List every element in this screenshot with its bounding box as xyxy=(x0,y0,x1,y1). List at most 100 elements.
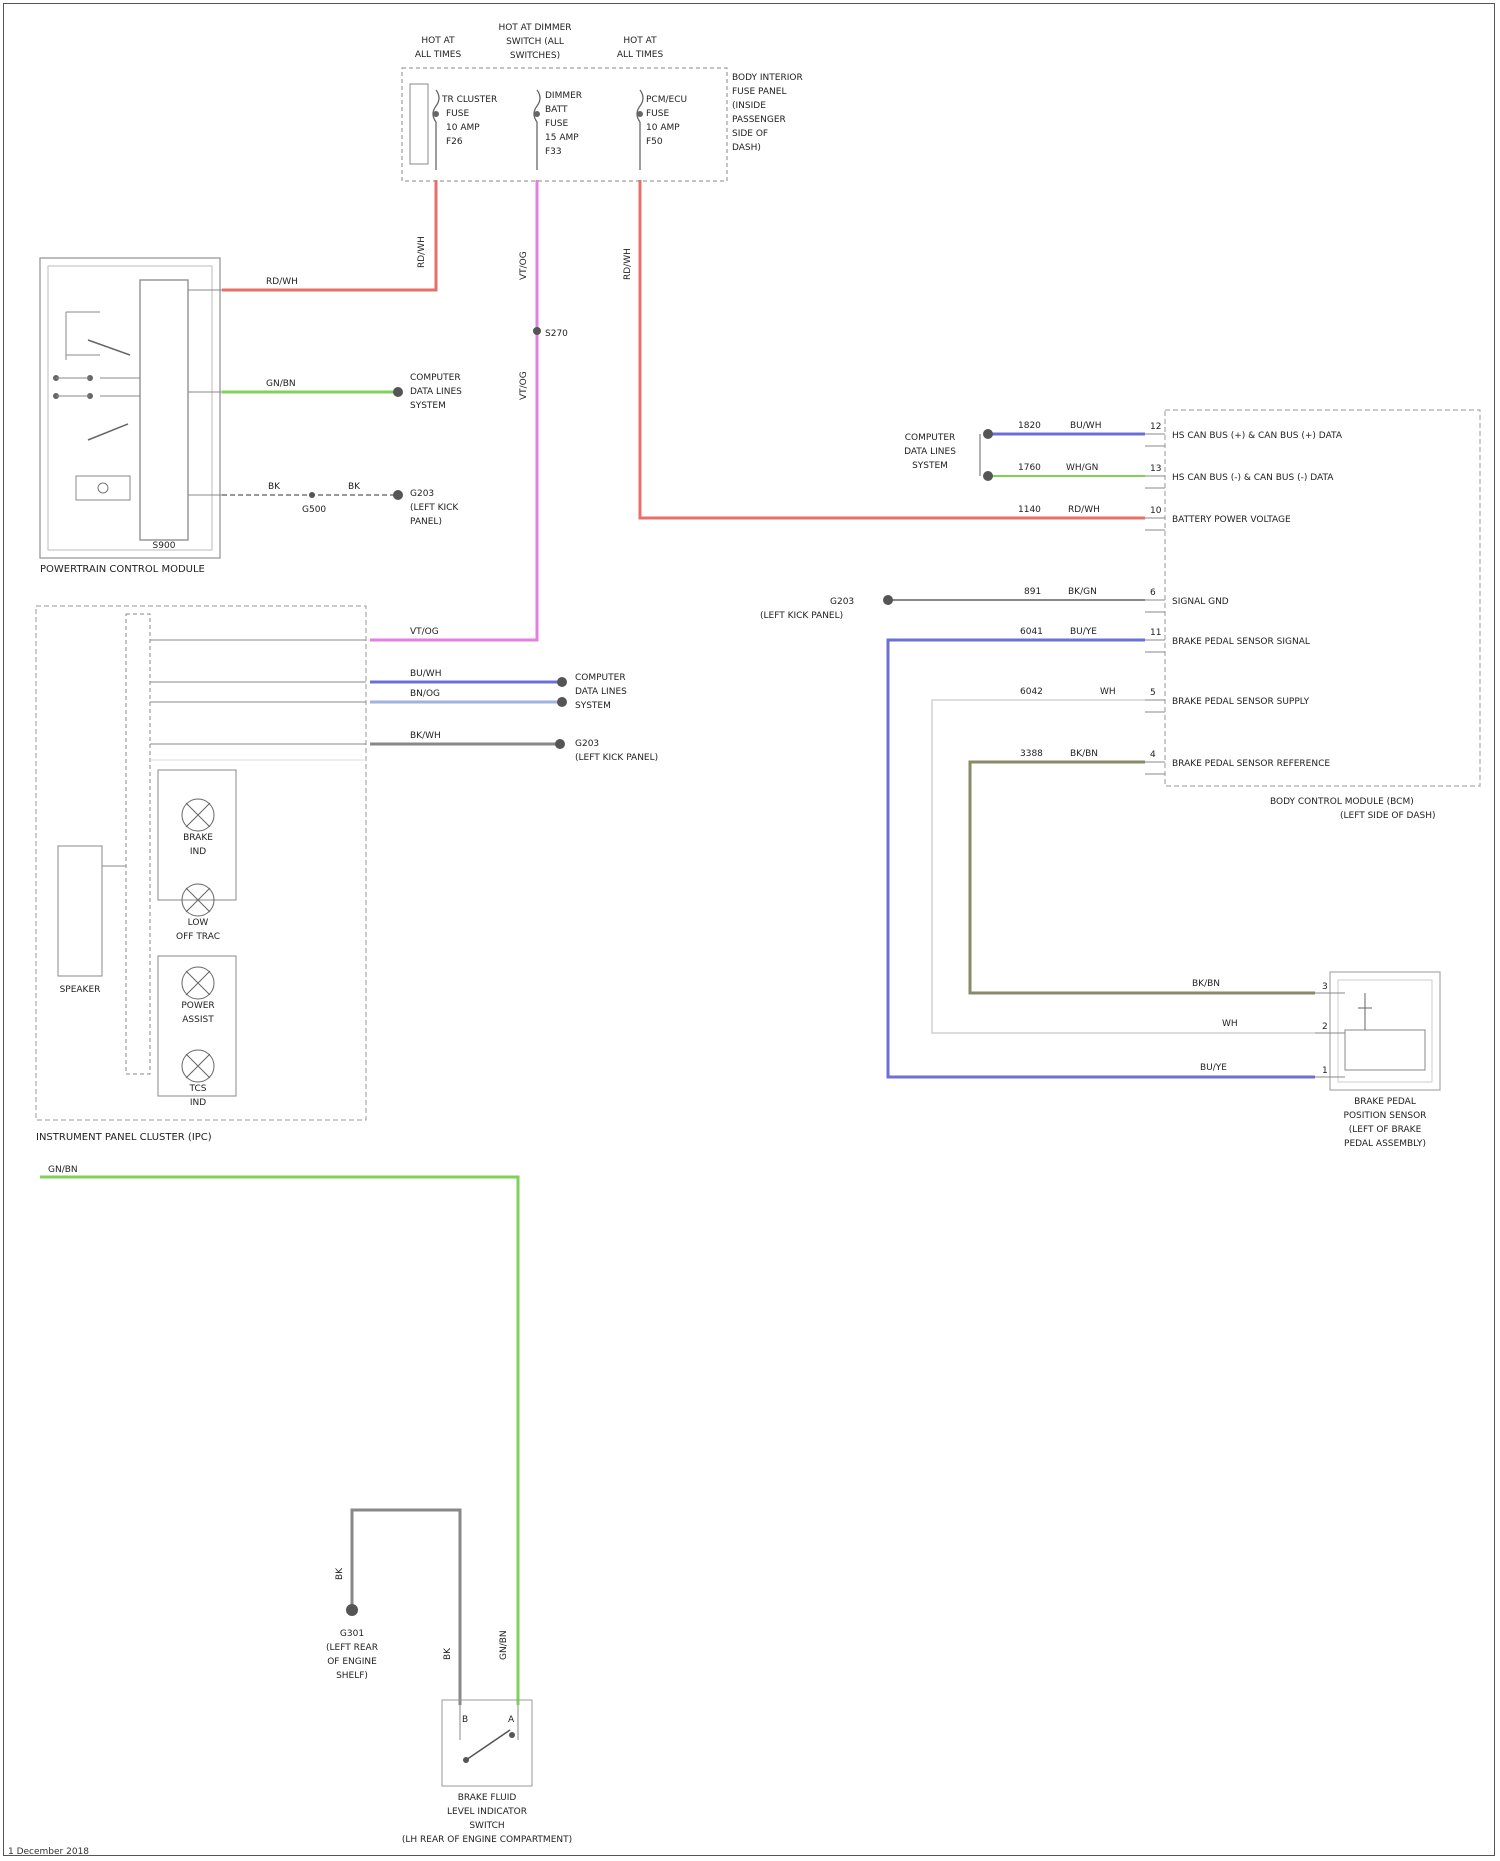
switch-label0: BRAKE FLUID xyxy=(458,1793,517,1803)
connector-dot-ground2 xyxy=(555,739,565,749)
sensor-pin1: 1 xyxy=(1322,1066,1328,1076)
computer2-line2: SYSTEM xyxy=(575,701,611,711)
connector-dot-ground3 xyxy=(883,595,893,605)
bcm-pin-number: 5 xyxy=(1150,688,1156,698)
computer1-line0: COMPUTER xyxy=(410,373,461,383)
label-wire-pink-h: VT/OG xyxy=(410,627,439,637)
bcm-label1: BODY CONTROL MODULE (BCM) xyxy=(1270,797,1414,807)
bcm-pin-connector xyxy=(1145,700,1165,712)
fuse2-mid-label: SWITCH (ALL xyxy=(506,37,564,47)
bcm-pin-label: BRAKE PEDAL SENSOR SUPPLY xyxy=(1172,697,1310,707)
lamp-tcs-label: TCS xyxy=(189,1084,207,1094)
sensor-label0: BRAKE PEDAL xyxy=(1354,1097,1416,1107)
computer3-line2: SYSTEM xyxy=(912,461,948,471)
lamp-brake-sub: IND xyxy=(190,847,206,857)
switch-label2: SWITCH xyxy=(469,1821,504,1831)
label-wire-blue2: BN/OG xyxy=(410,689,440,699)
wire-green-switch xyxy=(40,1177,518,1705)
fuse2-node xyxy=(534,111,540,117)
wire-pink-cluster xyxy=(370,180,537,640)
sensor-pin2: 2 xyxy=(1322,1022,1328,1032)
bcm-circuit1-num: 1820 xyxy=(1018,421,1041,431)
instrument-panel-cluster: SPEAKER BRAKE IND LOW OFF TRAC POWER ASS… xyxy=(36,606,366,1143)
computer2-line1: DATA LINES xyxy=(575,687,627,697)
ground2-line1: (LEFT KICK PANEL) xyxy=(575,753,658,763)
bcm-pin-connector xyxy=(1145,434,1165,446)
bcm-pin-number: 12 xyxy=(1150,422,1161,432)
lamp-tcs-sub: IND xyxy=(190,1098,206,1108)
bcm-pin-label: BRAKE PEDAL SENSOR SIGNAL xyxy=(1172,637,1310,647)
fuse2-bottom-label: SWITCHES) xyxy=(510,51,560,61)
bcm-pin-label: BRAKE PEDAL SENSOR REFERENCE xyxy=(1172,759,1330,769)
fusebox-label-4: SIDE OF xyxy=(732,129,768,139)
fuse1-inner-2: 10 AMP xyxy=(446,123,480,133)
bcm-pin-connector xyxy=(1145,600,1165,612)
computer3-line1: DATA LINES xyxy=(904,447,956,457)
splice-dot-pcm-ground xyxy=(309,492,315,498)
fuse-box: HOT AT ALL TIMES TR CLUSTER FUSE 10 AMP … xyxy=(402,23,803,181)
bcm-circuit2-num: 1760 xyxy=(1018,463,1041,473)
fuse1-bottom-label: ALL TIMES xyxy=(415,50,462,60)
fuse2-inner-4: F33 xyxy=(545,147,562,157)
fuse2-inner-0: DIMMER xyxy=(545,91,582,101)
switch-ground-line0: G301 xyxy=(340,1629,364,1639)
switch-pin-a: A xyxy=(508,1715,515,1725)
bcm-circuit5-color: BU/YE xyxy=(1070,627,1097,637)
label-wire-switch-ground2: BK xyxy=(443,1647,453,1660)
fuse3-bottom-label: ALL TIMES xyxy=(617,50,664,60)
fuse3-node xyxy=(637,111,643,117)
brake-fluid-level-switch: G301 (LEFT REAR OF ENGINE SHELF) B A BRA… xyxy=(326,1604,572,1845)
bcm-pin-number: 11 xyxy=(1150,628,1161,638)
fuse1-inner-3: F26 xyxy=(446,137,463,147)
sensor-label2: (LEFT OF BRAKE xyxy=(1349,1125,1422,1135)
wire-switch-ground xyxy=(352,1510,460,1705)
wire-sensor-supply xyxy=(932,700,1315,1033)
ground1-line1: (LEFT KICK xyxy=(410,503,459,513)
fusebox-label-2: (INSIDE xyxy=(732,101,766,111)
bcm-circuit3-num: 1140 xyxy=(1018,505,1041,515)
fuse3-top-label: HOT AT xyxy=(623,36,657,46)
ground1-line0: G203 xyxy=(410,489,434,499)
label-sensor-wire1: BK/BN xyxy=(1192,979,1220,989)
bcm-circuit7-num: 3388 xyxy=(1020,749,1043,759)
splice-dot-s270 xyxy=(533,327,541,335)
bcm-circuit4-num: 891 xyxy=(1024,587,1041,597)
label-wire-pink-v: VT/OG xyxy=(519,251,529,280)
label-wire-switch-ground: BK xyxy=(335,1567,345,1580)
connector-dot-computer2a xyxy=(557,677,567,687)
label-wire-blue1: BU/WH xyxy=(410,669,441,679)
bcm-label2: (LEFT SIDE OF DASH) xyxy=(1340,811,1435,821)
bcm-circuit1-color: BU/WH xyxy=(1070,421,1101,431)
lamp-low-label: LOW xyxy=(188,918,209,928)
ground3-sub-label: (LEFT KICK PANEL) xyxy=(760,611,843,621)
footer-note: 1 December 2018 xyxy=(8,1847,89,1857)
cluster-label: INSTRUMENT PANEL CLUSTER (IPC) xyxy=(36,1132,212,1143)
label-wire-pink-v2: VT/OG xyxy=(519,371,529,400)
fuse1-top-label: HOT AT xyxy=(421,36,455,46)
fuse3-inner-1: FUSE xyxy=(646,109,669,119)
bcm-circuit5-num: 6041 xyxy=(1020,627,1043,637)
bcm-pin-connector xyxy=(1145,518,1165,530)
connector-dot-ground1 xyxy=(393,490,403,500)
fusebox-label-0: BODY INTERIOR xyxy=(732,73,803,83)
fuse3-inner-3: F50 xyxy=(646,137,663,147)
bcm-pin-label: SIGNAL GND xyxy=(1172,597,1229,607)
bcm-pin-label: HS CAN BUS (-) & CAN BUS (-) DATA xyxy=(1172,473,1334,483)
bcm-pin-connector xyxy=(1145,762,1165,774)
fuse1-node xyxy=(433,111,439,117)
lamp-power-label: POWER xyxy=(181,1001,214,1011)
bcm-pin-label: HS CAN BUS (+) & CAN BUS (+) DATA xyxy=(1172,431,1343,441)
pcm-label: POWERTRAIN CONTROL MODULE xyxy=(40,564,205,575)
fuse3-element xyxy=(637,90,643,170)
pcm-splice-label: S900 xyxy=(153,541,176,551)
switch-label1: LEVEL INDICATOR xyxy=(447,1807,527,1817)
bcm-circuit7-color: BK/BN xyxy=(1070,749,1098,759)
connector-dot-computer3a xyxy=(983,429,993,439)
connector-dot-computer3b xyxy=(983,471,993,481)
label-wire-ground1: BK xyxy=(268,482,281,492)
computer2-line0: COMPUTER xyxy=(575,673,626,683)
fusebox-label-3: PASSENGER xyxy=(732,115,786,125)
body-control-module: COMPUTER DATA LINES SYSTEM G203 (LEFT KI… xyxy=(760,410,1480,821)
brake-pedal-position-sensor: 3 2 1 BRAKE PEDAL POSITION SENSOR (LEFT … xyxy=(1315,972,1440,1149)
